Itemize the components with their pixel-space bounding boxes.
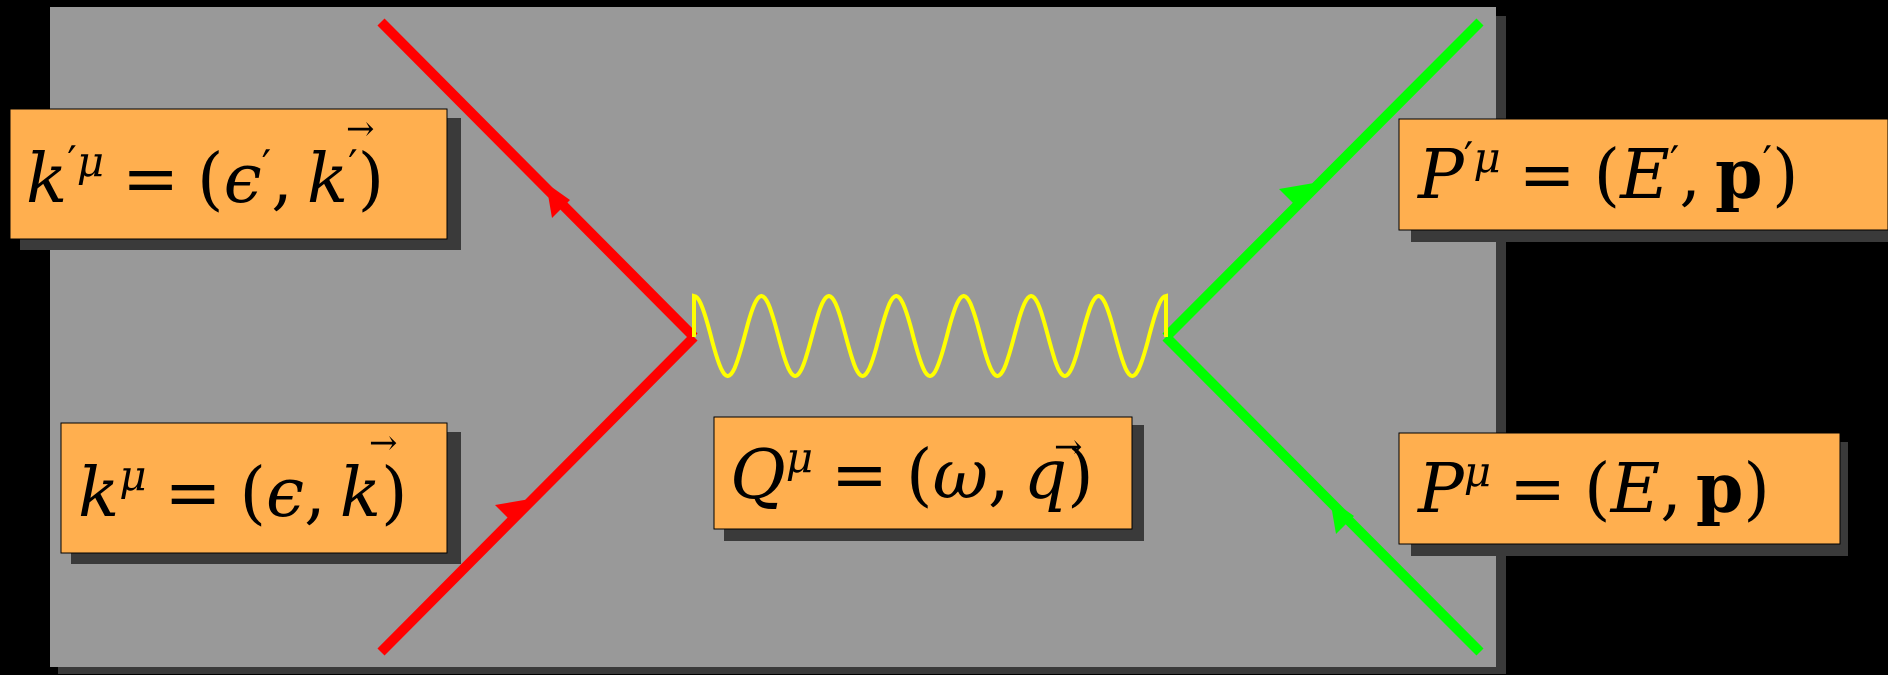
vector-prime-mark: ′ bbox=[348, 141, 358, 190]
outgoing-nucleon-label: P′μ=(E′,p′) bbox=[1398, 118, 1888, 242]
label-box bbox=[9, 108, 448, 240]
outgoing-electron-label: k′μ=(ϵ′,k′) → bbox=[9, 108, 461, 250]
vector-symbol: k bbox=[307, 140, 348, 219]
energy-symbol: ω bbox=[933, 436, 988, 515]
close-paren: ) bbox=[381, 454, 408, 533]
outgoing-nucleon-arrow bbox=[1279, 183, 1314, 207]
open-paren: ( bbox=[1594, 136, 1621, 215]
virtual-photon-label: Qμ =(ω,q) → bbox=[713, 416, 1144, 541]
comma: , bbox=[304, 454, 326, 533]
outgoing-electron-line bbox=[377, 18, 698, 341]
superscript-mu: μ bbox=[786, 433, 813, 482]
open-paren: ( bbox=[906, 436, 933, 515]
momentum-symbol: P bbox=[1416, 136, 1465, 215]
label-box bbox=[60, 422, 448, 554]
momentum-symbol: k bbox=[26, 140, 67, 219]
energy-symbol: ϵ bbox=[224, 140, 262, 219]
momentum-symbol: P bbox=[1416, 450, 1465, 529]
equals-sign: = bbox=[1509, 450, 1566, 529]
outgoing-electron-arrow bbox=[546, 183, 570, 218]
label-box bbox=[1398, 432, 1841, 545]
superscript-mu: μ bbox=[1473, 133, 1500, 182]
virtual-photon-line bbox=[692, 293, 1168, 379]
comma: , bbox=[271, 140, 293, 219]
incoming-nucleon-label: Pμ =(E,p) bbox=[1398, 432, 1848, 556]
prime-mark: ′ bbox=[1464, 133, 1474, 182]
vector-arrow: → bbox=[346, 109, 375, 149]
incoming-electron-label: kμ=(ϵ,k) → bbox=[60, 422, 461, 564]
label-box bbox=[713, 416, 1133, 530]
close-paren: ) bbox=[1772, 136, 1799, 215]
vector-arrow: → bbox=[1054, 427, 1083, 467]
energy-symbol: E bbox=[1618, 136, 1670, 215]
comma: , bbox=[1660, 450, 1682, 529]
vector-symbol: p bbox=[1696, 449, 1744, 529]
svg-text:P′μ=(E′,p′): P′μ=(E′,p′) bbox=[1416, 133, 1799, 215]
prime-mark: ′ bbox=[67, 137, 77, 186]
energy-prime-mark: ′ bbox=[1670, 137, 1680, 186]
close-paren: ) bbox=[358, 140, 385, 219]
vector-prime-mark: ′ bbox=[1762, 137, 1772, 186]
momentum-symbol: k bbox=[78, 454, 119, 533]
open-paren: ( bbox=[240, 454, 267, 533]
incoming-electron-arrow bbox=[495, 499, 530, 523]
energy-symbol: ϵ bbox=[266, 454, 304, 533]
incoming-nucleon-line bbox=[1162, 333, 1484, 656]
superscript-mu: μ bbox=[1464, 447, 1491, 496]
comma: , bbox=[1679, 136, 1701, 215]
incoming-electron-line bbox=[377, 333, 698, 656]
vector-symbol: q bbox=[1024, 436, 1068, 515]
equals-sign: = bbox=[831, 436, 888, 515]
superscript-mu: μ bbox=[77, 137, 104, 186]
incoming-nucleon-arrow bbox=[1330, 499, 1354, 534]
equals-sign: = bbox=[165, 454, 222, 533]
vector-arrow: → bbox=[369, 423, 398, 463]
comma: , bbox=[988, 436, 1010, 515]
open-paren: ( bbox=[1584, 450, 1611, 529]
vector-symbol: k bbox=[340, 454, 381, 533]
svg-text:k′μ=(ϵ′,k′): k′μ=(ϵ′,k′) bbox=[26, 137, 384, 219]
energy-prime-mark: ′ bbox=[262, 141, 272, 190]
close-paren: ) bbox=[1743, 450, 1770, 529]
svg-text:Qμ=(ω,q): Qμ =(ω,q) bbox=[730, 433, 1094, 515]
energy-symbol: E bbox=[1609, 450, 1661, 529]
equals-sign: = bbox=[122, 140, 179, 219]
vector-symbol: p bbox=[1715, 135, 1763, 215]
equals-sign: = bbox=[1519, 136, 1576, 215]
svg-text:Pμ=(E,p): Pμ =(E,p) bbox=[1416, 447, 1770, 529]
momentum-symbol: Q bbox=[730, 436, 786, 515]
open-paren: ( bbox=[197, 140, 224, 219]
label-box bbox=[1398, 118, 1888, 231]
svg-text:kμ=(ϵ,k): kμ=(ϵ,k) bbox=[78, 451, 408, 533]
diagram-panel bbox=[50, 7, 1496, 667]
superscript-mu: μ bbox=[119, 451, 146, 500]
outgoing-nucleon-line bbox=[1162, 18, 1484, 341]
close-paren: ) bbox=[1067, 436, 1094, 515]
